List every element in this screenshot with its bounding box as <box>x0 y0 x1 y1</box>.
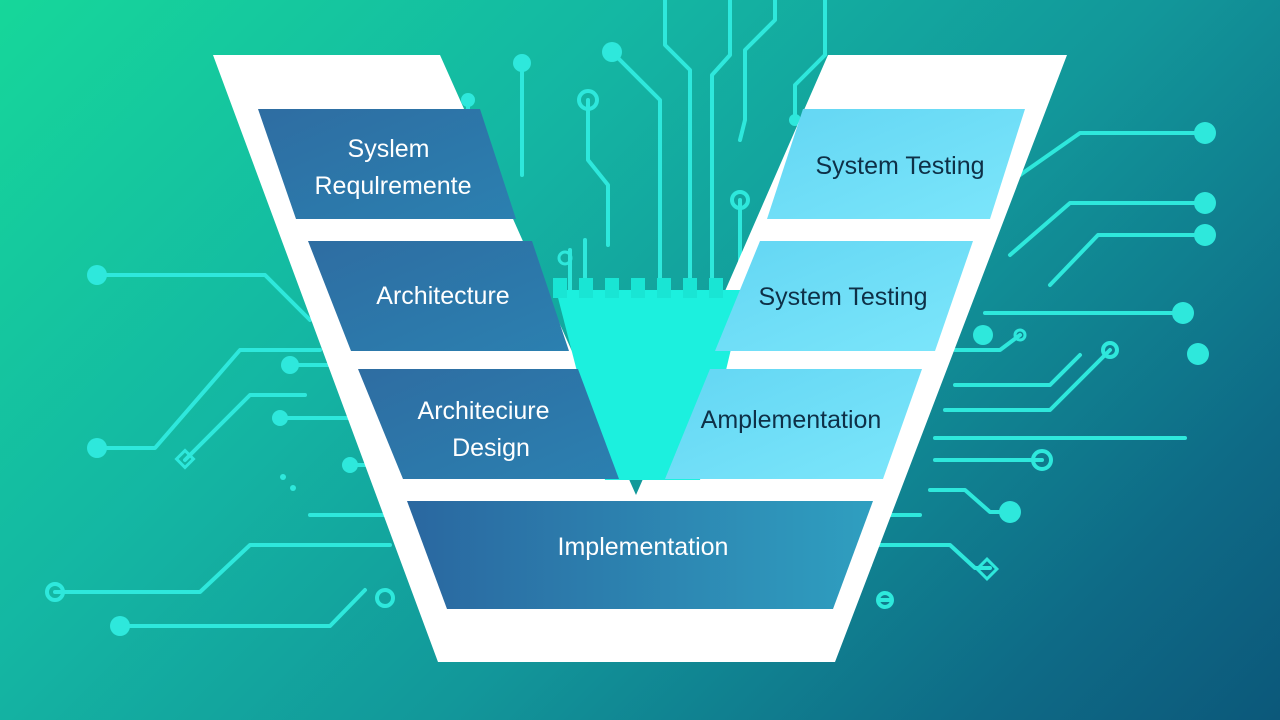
circuit-traces-left <box>53 273 397 628</box>
circuit-traces-top <box>466 0 827 292</box>
bottom-stage: Implementation <box>407 501 873 609</box>
circuit-nodes-left <box>45 265 395 636</box>
right-stages: System Testing System Testing Amplementa… <box>665 109 1025 479</box>
stage-system-testing-top-label: System Testing <box>815 152 984 180</box>
stage-architecture-design <box>358 369 619 479</box>
circuit-nodes-top <box>461 42 801 266</box>
stage-implementation <box>407 501 873 609</box>
stage-architecture-label: Architecture <box>376 282 509 310</box>
circuit-nodes-right <box>876 122 1216 609</box>
left-stages: Syslem Requlremente Architecture Archite… <box>258 109 619 479</box>
stage-system-testing-label: System Testing <box>758 283 927 311</box>
stage-amplementation <box>665 369 922 479</box>
stage-system-requirements-label: Syslem Requlremente <box>314 135 471 200</box>
stage-amplementation-label: Amplementation <box>701 406 882 434</box>
stage-system-requirements <box>258 109 516 219</box>
stage-system-testing-top <box>767 109 1025 219</box>
stage-architecture-design-label: Architeciure Design <box>418 397 557 462</box>
stage-implementation-label: Implementation <box>558 533 729 561</box>
stage-architecture <box>308 241 569 351</box>
stage-system-testing <box>715 241 973 351</box>
